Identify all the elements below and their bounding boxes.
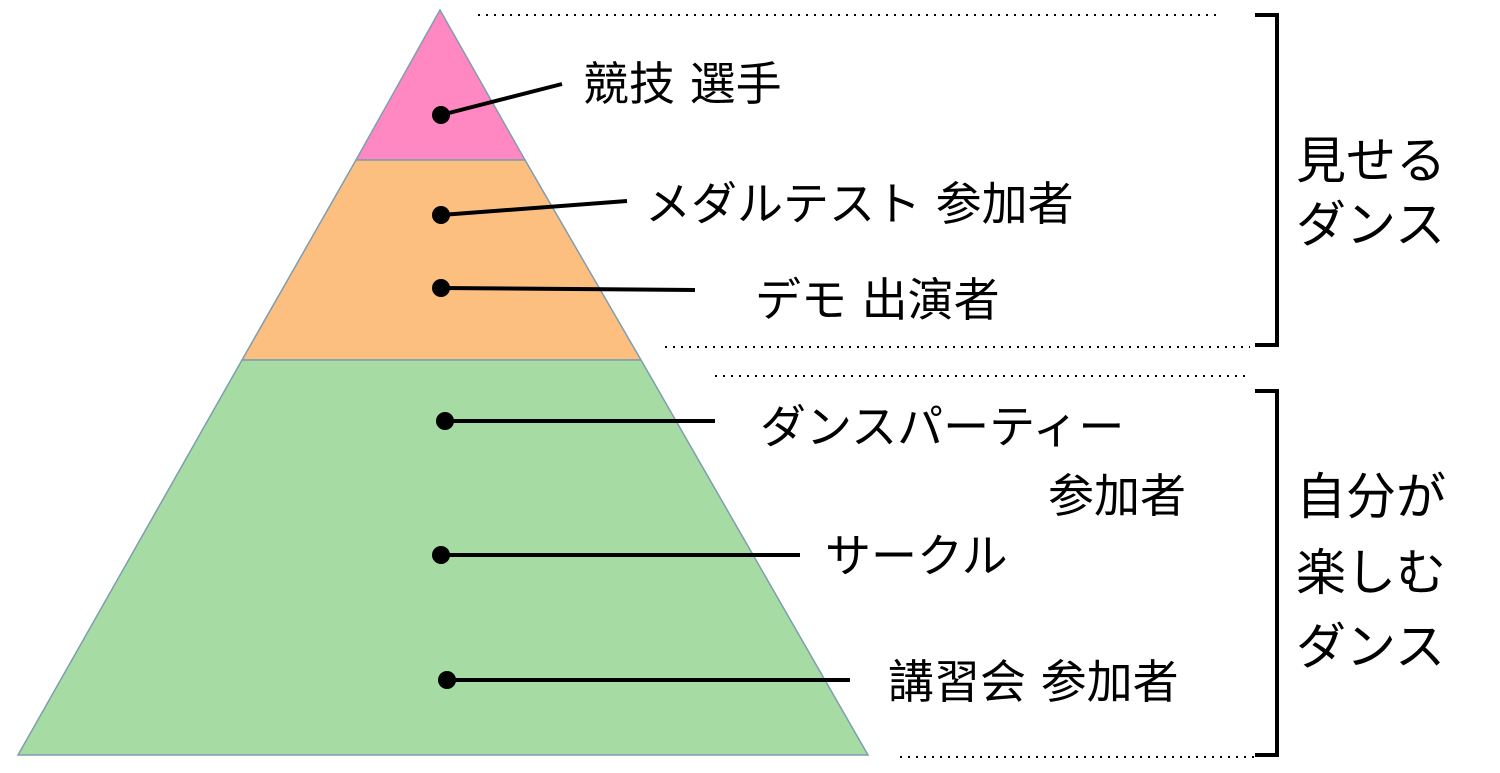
dotted-guides bbox=[478, 14, 1255, 758]
marker-dots bbox=[432, 106, 456, 689]
label-dance-party: ダンスパーティー bbox=[760, 400, 1124, 454]
marker-dot bbox=[432, 106, 450, 124]
label-demo: デモ 出演者 bbox=[755, 273, 1000, 327]
brackets bbox=[1255, 13, 1279, 757]
group-enjoy-dance-line1: 自分が bbox=[1296, 468, 1446, 526]
pyramid-tier-middle bbox=[240, 159, 643, 361]
leader-lines bbox=[440, 82, 850, 682]
label-circle: サークル bbox=[825, 529, 1008, 583]
marker-dot bbox=[436, 412, 454, 430]
leader-line bbox=[440, 286, 696, 292]
pyramid-tier-top bbox=[354, 8, 527, 161]
label-medal-test: メダルテスト 参加者 bbox=[645, 177, 1074, 231]
marker-dot bbox=[438, 671, 456, 689]
marker-dot bbox=[432, 279, 450, 297]
bracket-enjoy-dance bbox=[1255, 389, 1279, 757]
marker-dot bbox=[432, 206, 450, 224]
bracket-show-dance bbox=[1255, 13, 1279, 347]
group-enjoy-dance-line3: ダンス bbox=[1296, 618, 1445, 676]
leader-line bbox=[440, 199, 628, 217]
leader-line bbox=[440, 82, 563, 117]
group-show-dance-line2: ダンス bbox=[1296, 196, 1445, 254]
group-show-dance-line1: 見せる bbox=[1296, 132, 1446, 190]
label-dance-party-participants: 参加者 bbox=[1048, 469, 1186, 523]
label-workshop: 講習会 参加者 bbox=[888, 655, 1179, 709]
marker-dot bbox=[432, 546, 450, 564]
label-competitors: 競技 選手 bbox=[583, 57, 782, 111]
group-enjoy-dance-line2: 楽しむ bbox=[1296, 544, 1446, 602]
